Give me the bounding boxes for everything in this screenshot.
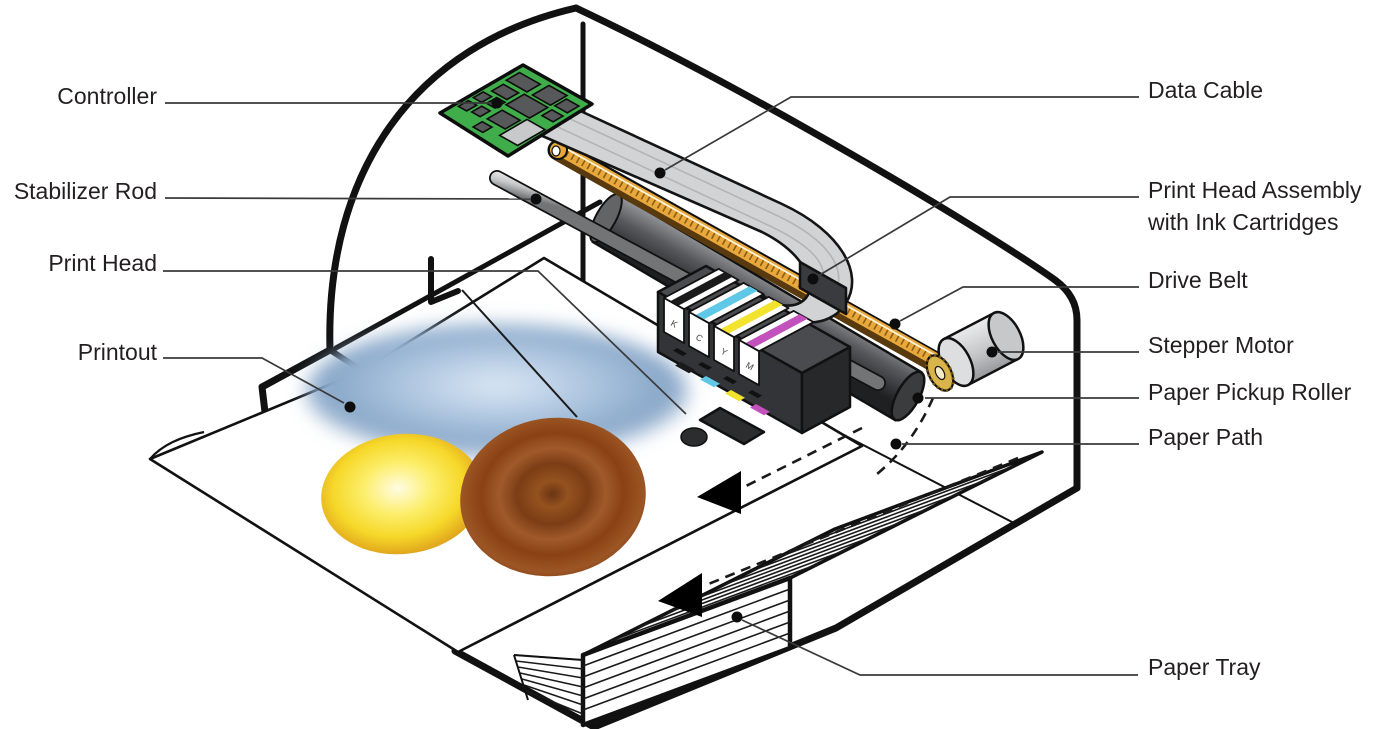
paper-stack-line: [519, 672, 584, 688]
label-print-head-assembly-line1: Print Head Assembly: [1148, 177, 1362, 203]
blob-brown: [460, 417, 646, 577]
label-print-head: Print Head: [48, 250, 157, 276]
pcb-ribbon-connector: [498, 118, 547, 147]
cartridge-magenta-front: [738, 339, 760, 387]
case-inner-diagonal-edge: [333, 199, 603, 351]
dot-paper-path: [890, 438, 902, 450]
paper-stack-line: [582, 599, 791, 678]
cartridge-yellow-letter: Y: [719, 346, 729, 358]
latch-yellow: [723, 376, 737, 385]
nozzle-pad-black: [675, 362, 695, 374]
label-stabilizer-rod: Stabilizer Rod: [13, 178, 157, 204]
latch-black: [673, 348, 687, 357]
cartridge-yellow-stripe: [720, 300, 783, 334]
leader-print-head-assembly: [817, 196, 1139, 277]
label-paper-path: Paper Path: [1148, 424, 1264, 450]
pcb-chip: [540, 108, 565, 123]
pcb-chip: [504, 71, 542, 93]
pcb-chip: [470, 105, 492, 118]
pcb-chip: [553, 98, 581, 114]
label-print-head-assembly: Print Head Assembly with Ink Cartridges: [1148, 174, 1361, 238]
latch-cyan: [698, 362, 712, 371]
pcb-chip: [485, 109, 522, 130]
paper-path-dashed: [658, 397, 1019, 617]
label-stepper-motor: Stepper Motor: [1148, 332, 1294, 358]
dot-paper-pickup-roller: [912, 392, 924, 404]
leader-data-cable: [664, 96, 1139, 171]
sheet-corner-curl: [149, 430, 205, 460]
case-ridge-and-right-edge: [572, 4, 1081, 729]
paper-stack-line: [525, 690, 584, 715]
cartridge-black-front: [663, 297, 685, 345]
pcb-chip: [490, 83, 521, 101]
cartridge-magenta-stripe: [745, 314, 808, 348]
print-head-foot: [698, 406, 766, 446]
dot-printout: [344, 401, 356, 413]
leader-drive-belt: [899, 286, 1139, 322]
print-head-nub: [680, 427, 708, 447]
label-printout: Printout: [77, 339, 157, 365]
paper-guide-post: [428, 256, 461, 305]
nozzle-pad-cyan: [700, 376, 720, 388]
dot-data-cable: [654, 167, 666, 179]
carriage-right: [800, 345, 852, 435]
leader-printout: [163, 357, 345, 404]
label-paper-pickup-roller: Paper Pickup Roller: [1148, 379, 1352, 405]
paper-stack-line: [638, 549, 847, 628]
cartridge-yellow-front: [713, 325, 735, 373]
dot-stabilizer-rod: [530, 193, 542, 205]
paper-stack-line: [750, 493, 959, 572]
label-drive-belt: Drive Belt: [1148, 267, 1248, 293]
tray-left-stack: [513, 654, 584, 701]
paper-stack-line: [523, 684, 584, 706]
paper-path-arrow-lower: [658, 573, 702, 617]
sheet-guide-line: [461, 289, 578, 418]
drive-belt: [547, 139, 957, 379]
stepper-motor: [925, 310, 1025, 393]
latch-magenta: [748, 390, 762, 399]
leader-lines: [163, 96, 1139, 676]
paper-stack-line: [582, 610, 791, 689]
dot-controller: [491, 97, 503, 109]
dot-drive-belt: [889, 318, 901, 330]
dot-stepper-motor: [986, 346, 998, 358]
cartridge-cyan-front: [688, 311, 710, 359]
ink-cartridges: K C Y M: [663, 268, 815, 416]
paper-stack-line: [521, 678, 584, 697]
cartridge-magenta-letter: M: [744, 360, 755, 372]
paper-stack-line: [582, 588, 791, 667]
leader-stabilizer-rod: [164, 197, 531, 200]
paper-stack-line: [515, 660, 584, 670]
cartridge-black-stripe: [670, 272, 733, 306]
cartridge-black-letter: K: [669, 318, 679, 330]
paper-path-arrow-upper: [697, 471, 741, 514]
paper-stack-line: [778, 479, 987, 558]
pcb-chip: [471, 120, 494, 134]
pcb-chip: [530, 84, 569, 107]
cartridge-cyan-letter: C: [694, 332, 705, 344]
paper-stack-line: [582, 621, 791, 700]
dot-paper-tray: [731, 611, 743, 623]
pcb-chip: [504, 93, 550, 119]
case-front-arc: [326, 4, 580, 354]
label-paper-tray: Paper Tray: [1148, 654, 1261, 680]
paper-stack-line: [694, 521, 903, 600]
leader-paper-tray: [741, 619, 1138, 676]
paper-stack-line: [610, 563, 819, 642]
nozzle-pad-magenta: [750, 404, 770, 416]
print-head-assembly: K C Y M: [656, 260, 852, 447]
label-data-cable: Data Cable: [1148, 77, 1264, 103]
nozzle-pad-yellow: [725, 390, 745, 402]
paper-stack-line: [722, 507, 931, 586]
blob-yellow: [321, 433, 483, 555]
label-controller: Controller: [57, 83, 157, 109]
paper-stack-line: [517, 666, 584, 679]
leader-print-head: [163, 270, 687, 415]
cartridge-cyan-stripe: [695, 286, 758, 320]
paper-stack-line: [582, 632, 791, 711]
dot-print-head-assembly: [807, 273, 819, 285]
label-print-head-assembly-line2: with Ink Cartridges: [1148, 209, 1339, 235]
